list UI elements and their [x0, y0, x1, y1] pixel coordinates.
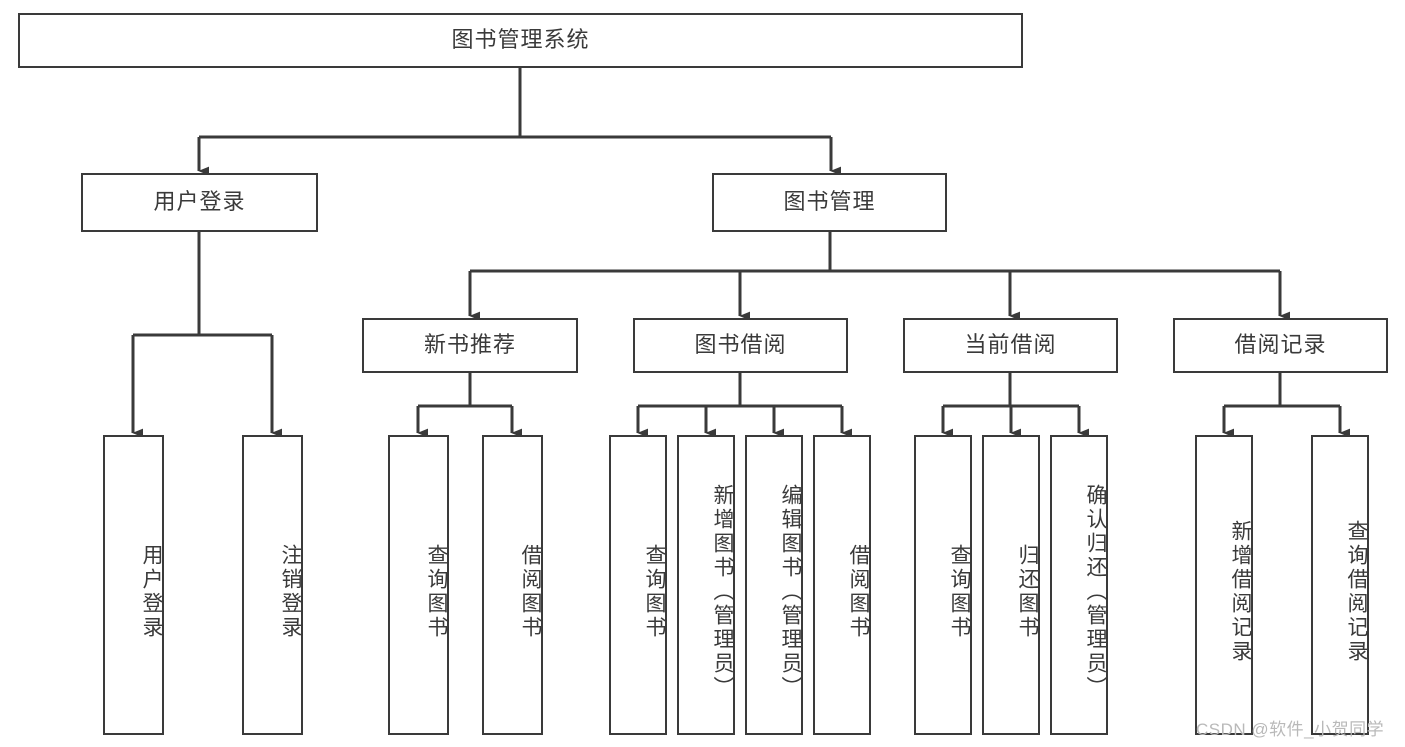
node-new-book-rec[interactable]: 新书推荐 [362, 318, 578, 373]
node-leaf-logout[interactable]: 注销登录 [242, 435, 303, 735]
node-leaf-user-login[interactable]: 用户登录 [103, 435, 164, 735]
node-label-leaf-query-1: 查询图书 [425, 544, 448, 640]
node-label-book-borrow: 图书借阅 [694, 332, 787, 358]
node-leaf-query-2[interactable]: 查询图书 [609, 435, 667, 735]
node-label-leaf-confirm: 确认归还（管理员） [1084, 484, 1107, 700]
node-label-root: 图书管理系统 [451, 27, 590, 53]
node-label-leaf-borrow-2: 借阅图书 [847, 544, 870, 640]
node-root[interactable]: 图书管理系统 [18, 13, 1023, 68]
node-label-leaf-logout: 注销登录 [279, 544, 302, 640]
node-label-current-borrow: 当前借阅 [964, 332, 1057, 358]
node-label-leaf-return: 归还图书 [1016, 544, 1039, 640]
node-label-leaf-edit-book: 编辑图书（管理员） [779, 484, 802, 700]
node-leaf-add-book[interactable]: 新增图书（管理员） [677, 435, 735, 735]
node-leaf-borrow-1[interactable]: 借阅图书 [482, 435, 543, 735]
node-leaf-return[interactable]: 归还图书 [982, 435, 1040, 735]
node-leaf-add-record[interactable]: 新增借阅记录 [1195, 435, 1253, 735]
node-label-leaf-add-record: 新增借阅记录 [1229, 520, 1252, 664]
node-label-new-book-rec: 新书推荐 [423, 332, 516, 358]
node-label-leaf-user-login: 用户登录 [140, 544, 163, 640]
node-leaf-query-3[interactable]: 查询图书 [914, 435, 972, 735]
node-label-leaf-query-2: 查询图书 [643, 544, 666, 640]
node-user-login[interactable]: 用户登录 [81, 173, 318, 232]
node-leaf-qry-record[interactable]: 查询借阅记录 [1311, 435, 1369, 735]
node-label-leaf-query-3: 查询图书 [948, 544, 971, 640]
node-leaf-confirm[interactable]: 确认归还（管理员） [1050, 435, 1108, 735]
node-label-user-login: 用户登录 [153, 189, 246, 215]
node-label-book-manage: 图书管理 [783, 189, 876, 215]
node-borrow-record[interactable]: 借阅记录 [1173, 318, 1388, 373]
node-current-borrow[interactable]: 当前借阅 [903, 318, 1118, 373]
node-leaf-borrow-2[interactable]: 借阅图书 [813, 435, 871, 735]
node-label-leaf-borrow-1: 借阅图书 [519, 544, 542, 640]
node-label-leaf-add-book: 新增图书（管理员） [711, 484, 734, 700]
node-label-leaf-qry-record: 查询借阅记录 [1345, 520, 1368, 664]
node-label-borrow-record: 借阅记录 [1234, 332, 1327, 358]
node-leaf-edit-book[interactable]: 编辑图书（管理员） [745, 435, 803, 735]
node-book-manage[interactable]: 图书管理 [712, 173, 947, 232]
node-book-borrow[interactable]: 图书借阅 [633, 318, 848, 373]
node-leaf-query-1[interactable]: 查询图书 [388, 435, 449, 735]
